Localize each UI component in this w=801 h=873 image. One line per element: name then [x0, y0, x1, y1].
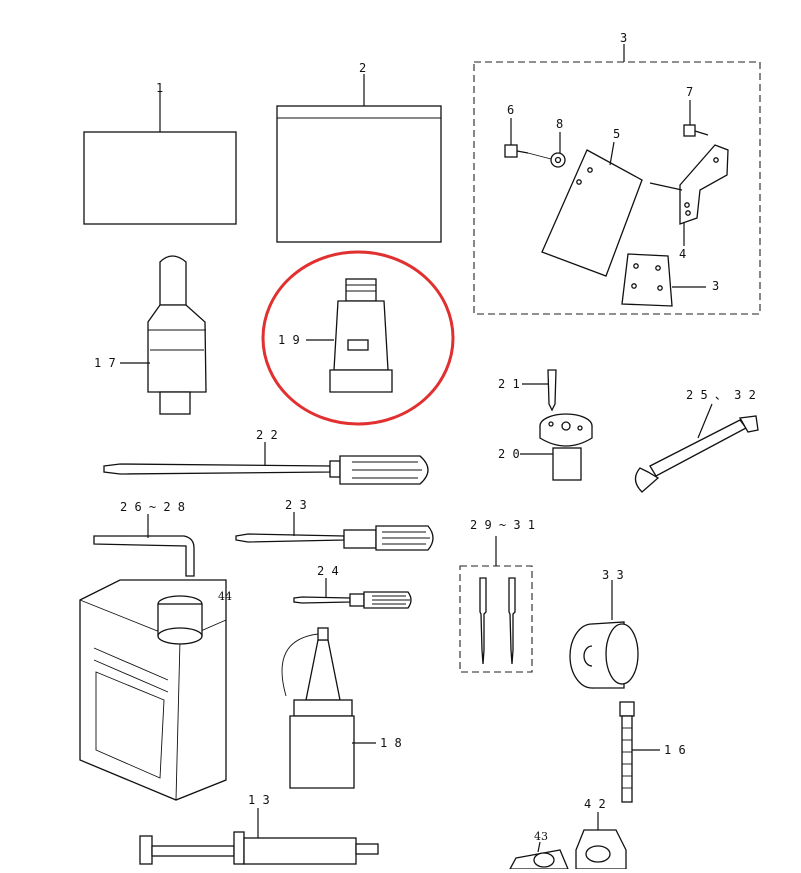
part-23-screwdriver: 2 3	[235, 498, 434, 551]
label-44: 44	[218, 590, 232, 603]
part-25-32-wrench: 2 5 、 3 2	[634, 388, 759, 493]
plate-5: 5	[541, 127, 643, 277]
part-42: 4 2	[575, 797, 627, 870]
label-25-32: 2 5 、 3 2	[686, 388, 756, 402]
part-19: 1 9	[278, 278, 393, 393]
label-19: 1 9	[278, 333, 300, 347]
label-6: 6	[507, 103, 514, 117]
part-20-collar: 2 0	[498, 413, 593, 481]
label-29-31: 2 9 ~ 3 1	[470, 518, 535, 532]
part-29-31-needles: 2 9 ~ 3 1	[459, 518, 535, 673]
label-1: 1	[156, 81, 163, 95]
part-16-long-screw: 1 6	[619, 701, 686, 803]
screw-7: 7	[683, 85, 709, 137]
part-3-group: 3 6 8 5 7	[473, 31, 761, 315]
label-21: 2 1	[498, 377, 520, 391]
label-2: 2	[359, 61, 366, 75]
part-24-screwdriver: 2 4	[293, 564, 412, 609]
label-17: 1 7	[94, 356, 116, 370]
label-16: 1 6	[664, 743, 686, 757]
part-26-28-hex-key: 2 6 ~ 2 8	[93, 500, 195, 577]
label-8: 8	[556, 117, 563, 131]
washer-8: 8	[527, 117, 566, 168]
label-3-group: 3	[620, 31, 627, 45]
label-20: 2 0	[498, 447, 520, 461]
label-13: 1 3	[248, 793, 270, 807]
part-22-screwdriver: 2 2	[103, 428, 429, 485]
highlight-circle	[261, 250, 455, 426]
label-23: 2 3	[285, 498, 307, 512]
label-24: 2 4	[317, 564, 339, 578]
label-26-28: 2 6 ~ 2 8	[120, 500, 185, 514]
part-18-oiler: 1 8	[281, 627, 402, 789]
label-3-plate: 3	[712, 279, 719, 293]
part-44-oil-can: 44	[79, 579, 232, 801]
label-5: 5	[613, 127, 620, 141]
label-18: 1 8	[380, 736, 402, 750]
label-42: 4 2	[584, 797, 606, 811]
part-17: 1 7	[94, 255, 207, 415]
label-33: 3 3	[602, 568, 624, 582]
label-43: 43	[534, 830, 548, 843]
part-43: 43	[508, 830, 569, 870]
label-22: 2 2	[256, 428, 278, 442]
bracket-4: 4	[649, 144, 729, 261]
part-33-bobbin: 3 3	[569, 568, 639, 689]
label-4: 4	[679, 247, 686, 261]
label-7: 7	[686, 85, 693, 99]
part-2-bag: 2	[276, 61, 442, 243]
part-13-syringe: 1 3	[139, 793, 379, 865]
plate-3: 3	[621, 253, 719, 307]
screw-6: 6	[504, 103, 529, 158]
part-21-screw: 2 1	[498, 369, 557, 412]
part-1-card: 1	[83, 81, 237, 225]
